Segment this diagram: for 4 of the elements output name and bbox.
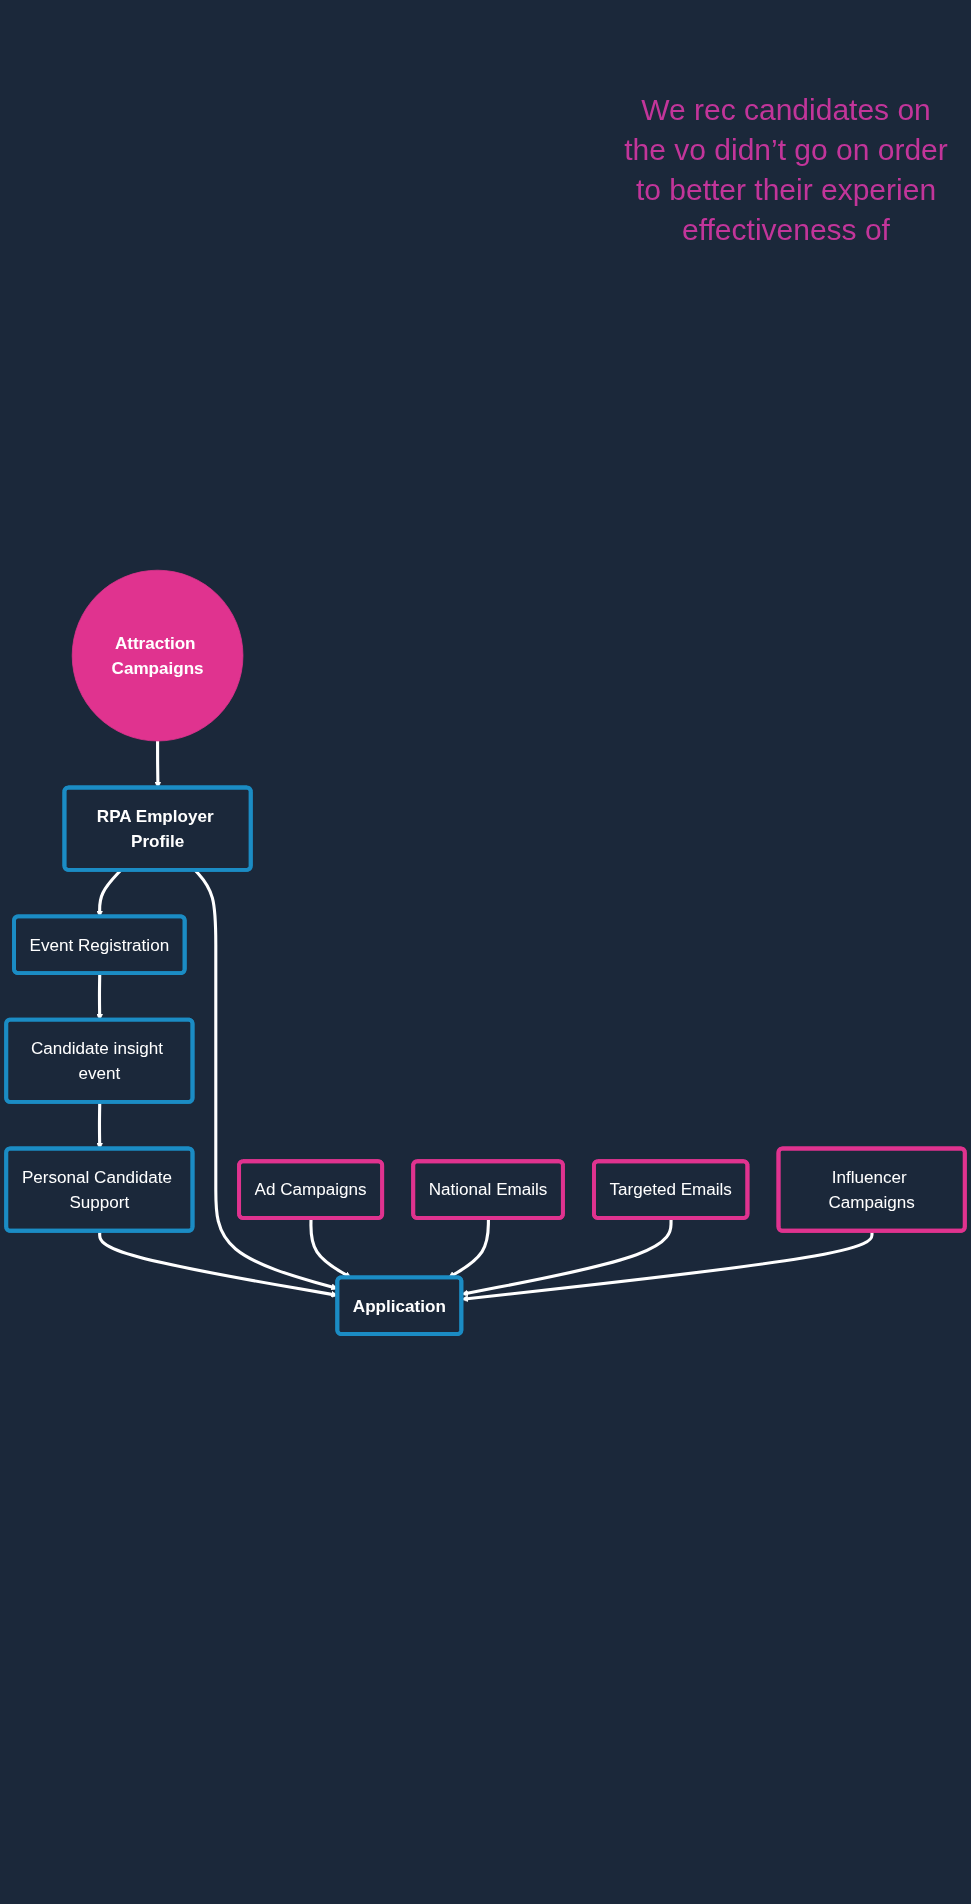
arrow: [96, 869, 122, 917]
arrow: [448, 1218, 490, 1278]
node-circle: Attraction Campaigns: [71, 569, 244, 742]
description-text: We rec candidates on the vo didn’t go on order to better their experien effectiveness of: [623, 92, 949, 248]
